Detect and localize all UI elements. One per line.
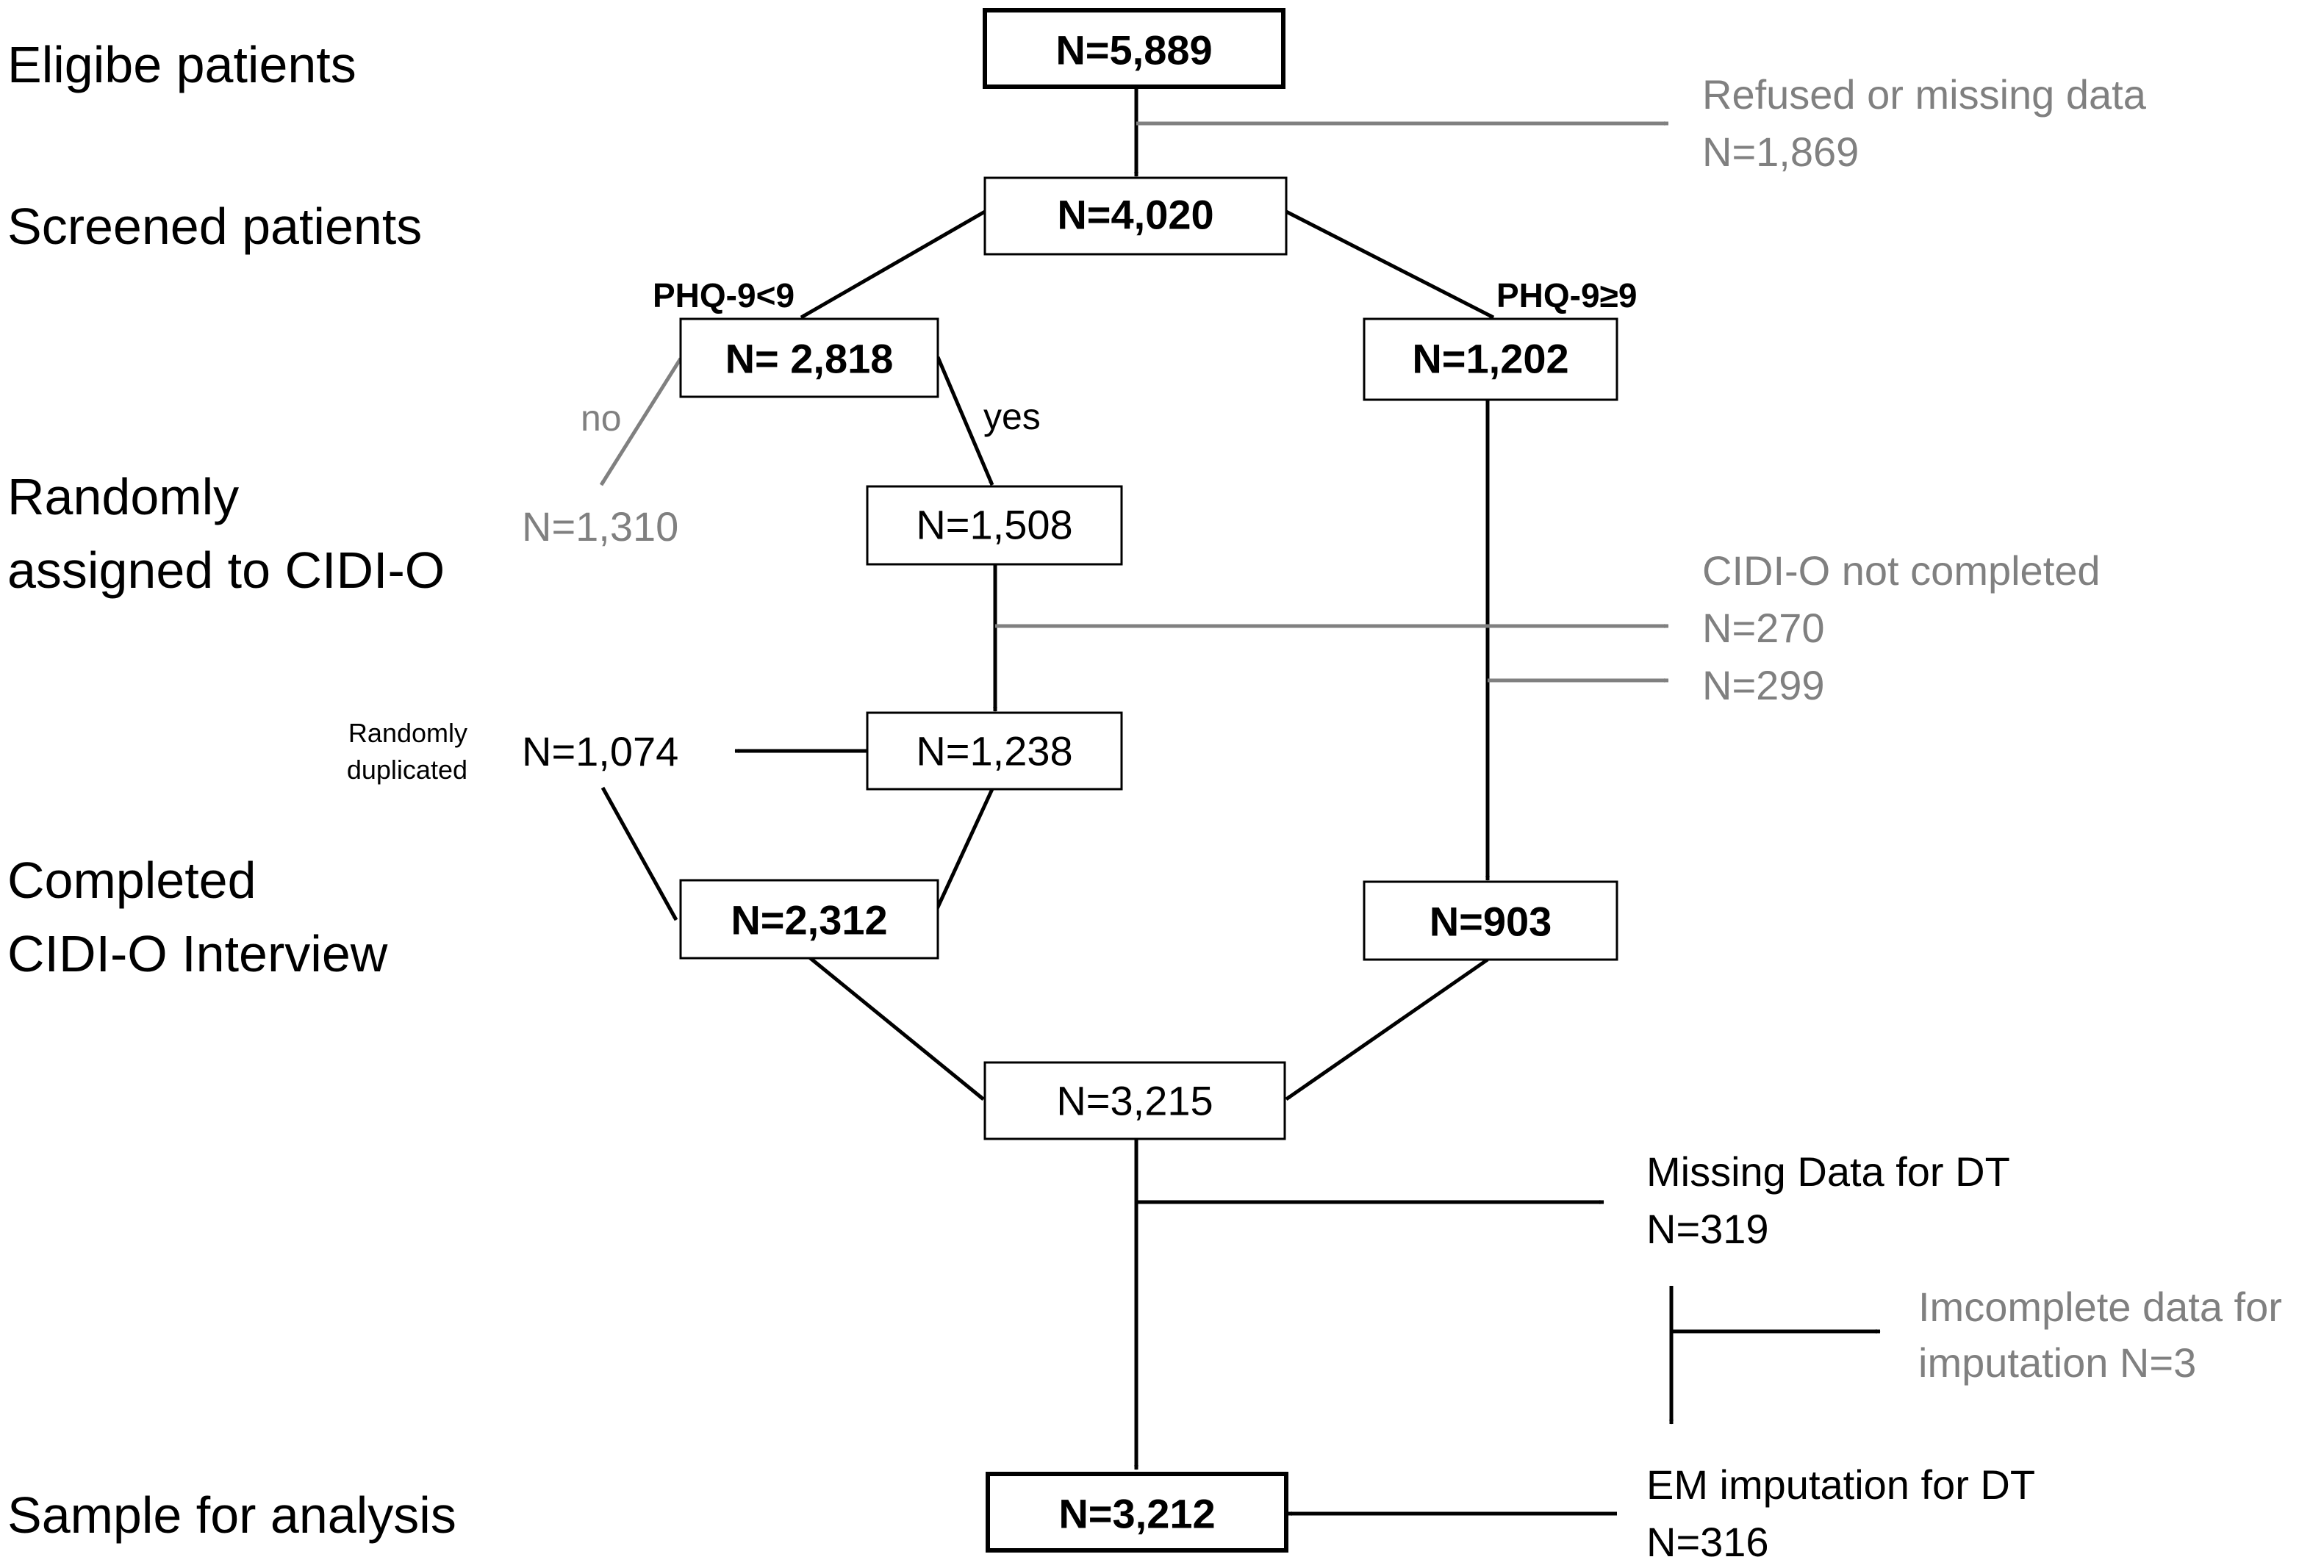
box-eligible-text: N=5,889 [1055,27,1212,73]
arrow-low-no-to-not-assigned [599,357,683,486]
box-cidi-completed-low-text: N=1,238 [916,728,1072,774]
stage-randomly-label-line1: Randomly [7,468,239,525]
exclusion-connectors [599,121,1669,683]
box-phq-low-text: N= 2,818 [725,336,894,382]
label-phq-high: PHQ-9≥9 [1496,276,1637,314]
box-completed-low-text: N=2,312 [731,897,887,943]
label-phq-low: PHQ-9<9 [653,276,795,314]
box-phq-high: N=1,202 [1363,317,1618,401]
label-duplicated-line1: Randomly [348,718,467,748]
box-phq-low: N= 2,818 [679,317,939,398]
cidi-not-completed-title: CIDI-O not completed [1702,547,2101,594]
cidi-not-completed-low: N=270 [1702,605,1825,651]
box-completed-low: N=2,312 [679,879,939,960]
stage-completed-label-line1: Completed [7,852,257,909]
box-combined-text: N=3,215 [1056,1078,1213,1124]
stage-sample-label: Sample for analysis [7,1486,456,1544]
box-completed-high: N=903 [1363,880,1618,961]
incomplete-line1: Imcomplete data for [1918,1284,2282,1330]
arrow-903-to-combined [1285,957,1489,1101]
em-line2: N=316 [1646,1519,1769,1565]
label-yes: yes [983,396,1041,437]
refused-line2: N=1,869 [1702,129,1859,175]
refused-line1: Refused or missing data [1702,71,2147,118]
arrow-screened-to-low [800,209,986,320]
stage-randomly-label-line2: assigned to CIDI-O [7,542,445,599]
missing-dt-line1: Missing Data for DT [1646,1148,2010,1195]
box-screened-text: N=4,020 [1057,192,1213,238]
label-duplicated-line2: duplicated [347,755,467,785]
box-assigned-text: N=1,508 [916,502,1072,548]
cidi-not-completed-high: N=299 [1702,662,1825,708]
stage-completed-label-line2: CIDI-O Interview [7,925,388,982]
stage-eligible-label: Eligibe patients [7,36,356,93]
arrow-completed-low-to-combined [807,955,985,1101]
box-completed-high-text: N=903 [1430,899,1552,945]
box-phq-high-text: N=1,202 [1412,336,1568,382]
box-screened: N=4,020 [983,176,1288,256]
label-not-assigned: N=1,310 [522,503,678,550]
box-cidi-completed-low: N=1,238 [866,711,1123,791]
incomplete-line2: imputation N=3 [1918,1339,2196,1386]
label-duplicated-n: N=1,074 [522,728,678,774]
box-eligible: N=5,889 [983,8,1285,89]
arrow-screened-to-high [1285,209,1495,320]
missing-dt-line2: N=319 [1646,1206,1769,1252]
em-line1: EM imputation for DT [1646,1461,2035,1508]
main-connectors [600,87,1881,1516]
arrow-duplicated-to-completed [600,786,678,921]
arrow-low-yes-to-assigned [936,356,994,486]
box-assigned: N=1,508 [866,485,1123,566]
box-combined: N=3,215 [983,1061,1286,1140]
stage-screened-label: Screened patients [7,198,422,255]
box-final-sample-text: N=3,212 [1058,1491,1215,1537]
box-final-sample: N=3,212 [986,1472,1288,1553]
label-no: no [581,398,622,439]
arrow-cidi-to-completed [930,788,994,921]
